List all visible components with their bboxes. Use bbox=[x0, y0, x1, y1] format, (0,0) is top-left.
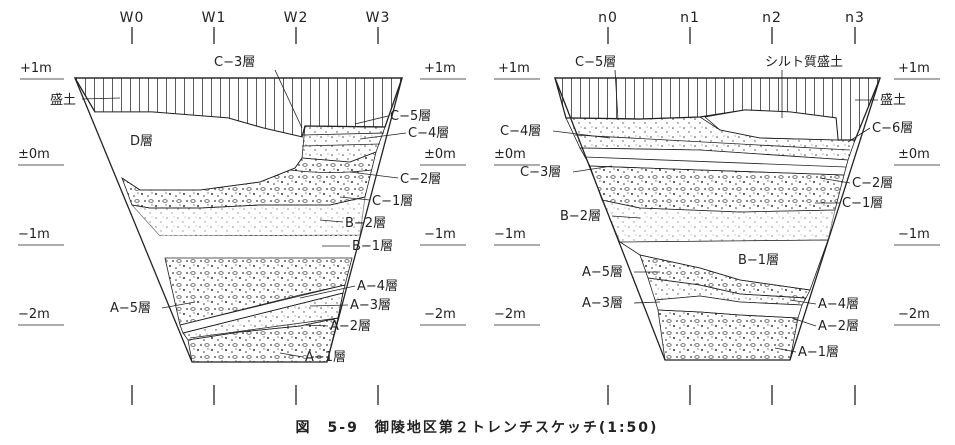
label-a1-right: A−1層 bbox=[798, 345, 839, 360]
scale-left-plus1-r: +1m bbox=[498, 61, 530, 76]
right-section: n0 n1 n2 n3 +1m ±0m −1m −2m +1m ±0 bbox=[494, 10, 940, 405]
scale-right-zero-r: ±0m bbox=[898, 147, 930, 162]
label-a4-left: A−4層 bbox=[357, 279, 398, 294]
scale-left-minus1-r: −1m bbox=[494, 227, 526, 242]
label-a5-left: A−5層 bbox=[110, 301, 151, 316]
label-a4-right: A−4層 bbox=[818, 297, 859, 312]
scale-left-plus1: +1m bbox=[20, 61, 52, 76]
axis-label-n3: n3 bbox=[845, 10, 865, 26]
axis-label-w3: W3 bbox=[366, 10, 391, 26]
scale-left-zero: ±0m bbox=[18, 147, 50, 162]
label-c5-right: C−5層 bbox=[575, 55, 616, 70]
label-b1-left: B−1層 bbox=[352, 239, 393, 254]
label-a3-right: A−3層 bbox=[582, 296, 623, 311]
label-c1-right: C−1層 bbox=[842, 196, 883, 211]
right-axis-top: n0 n1 n2 n3 bbox=[598, 10, 865, 405]
label-c1-left: C−1層 bbox=[372, 194, 413, 209]
right-scale-left: +1m ±0m −1m −2m bbox=[494, 61, 540, 326]
axis-label-w0: W0 bbox=[120, 10, 145, 26]
label-c6-right: C−6層 bbox=[872, 121, 913, 136]
label-morido-left: 盛土 bbox=[50, 93, 76, 108]
scale-right-minus1: −1m bbox=[424, 227, 456, 242]
right-scale-right: +1m ±0m −1m −2m bbox=[894, 61, 940, 326]
label-c3-right: C−3層 bbox=[520, 165, 561, 180]
label-b2-right: B−2層 bbox=[560, 209, 601, 224]
label-silt-fill: シルト質盛土 bbox=[765, 55, 843, 70]
axis-label-w1: W1 bbox=[202, 10, 227, 26]
scale-right-minus1-r: −1m bbox=[898, 227, 930, 242]
scale-right-minus2-r: −2m bbox=[898, 307, 930, 322]
label-a2-left: A−2層 bbox=[330, 319, 371, 334]
right-layer-labels: C−5層 シルト質盛土 盛土 C−4層 C−6層 C−3層 C−2層 B−2層 … bbox=[500, 55, 913, 360]
left-layer-labels: C−3層 盛土 C−5層 D層 C−4層 C−2層 C−1層 B−2層 B−1層… bbox=[50, 55, 449, 365]
label-b1-right: B−1層 bbox=[738, 253, 779, 268]
label-a5-right: A−5層 bbox=[582, 265, 623, 280]
label-c2-right: C−2層 bbox=[852, 176, 893, 191]
scale-left-minus1: −1m bbox=[18, 227, 50, 242]
scale-right-plus1-r: +1m bbox=[898, 61, 930, 76]
label-b2-left: B−2層 bbox=[345, 216, 386, 231]
left-trench-profile bbox=[73, 77, 403, 363]
axis-label-n0: n0 bbox=[598, 10, 618, 26]
label-c3-left: C−3層 bbox=[214, 55, 255, 70]
left-scale-right: +1m ±0m −1m −2m bbox=[420, 61, 466, 326]
label-a3-left: A−3層 bbox=[350, 298, 391, 313]
scale-left-minus2-r: −2m bbox=[494, 307, 526, 322]
right-trench-profile bbox=[554, 77, 881, 361]
left-axis-top: W0 W1 W2 W3 bbox=[120, 10, 391, 405]
label-a1-left: A−1層 bbox=[305, 350, 346, 365]
axis-label-w2: W2 bbox=[284, 10, 309, 26]
label-c4-right: C−4層 bbox=[500, 124, 541, 139]
label-c4-left: C−4層 bbox=[408, 126, 449, 141]
axis-label-n1: n1 bbox=[680, 10, 700, 26]
scale-left-zero-r: ±0m bbox=[494, 147, 526, 162]
label-c5-left: C−5層 bbox=[390, 109, 431, 124]
label-morido-right: 盛土 bbox=[880, 93, 906, 108]
axis-label-n2: n2 bbox=[762, 10, 782, 26]
label-d-left: D層 bbox=[130, 134, 153, 149]
scale-right-plus1: +1m bbox=[424, 61, 456, 76]
scale-left-minus2: −2m bbox=[18, 307, 50, 322]
scale-right-minus2: −2m bbox=[424, 307, 456, 322]
left-scale-left: +1m ±0m −1m −2m bbox=[18, 61, 64, 326]
label-c2-left: C−2層 bbox=[400, 172, 441, 187]
scale-right-zero: ±0m bbox=[424, 147, 456, 162]
figure-caption: 図 5-9 御陵地区第２トレンチスケッチ(1:50) bbox=[296, 419, 659, 436]
left-section: W0 W1 W2 W3 +1m ±0m −1m −2m +1m bbox=[18, 10, 466, 405]
label-a2-right: A−2層 bbox=[818, 319, 859, 334]
